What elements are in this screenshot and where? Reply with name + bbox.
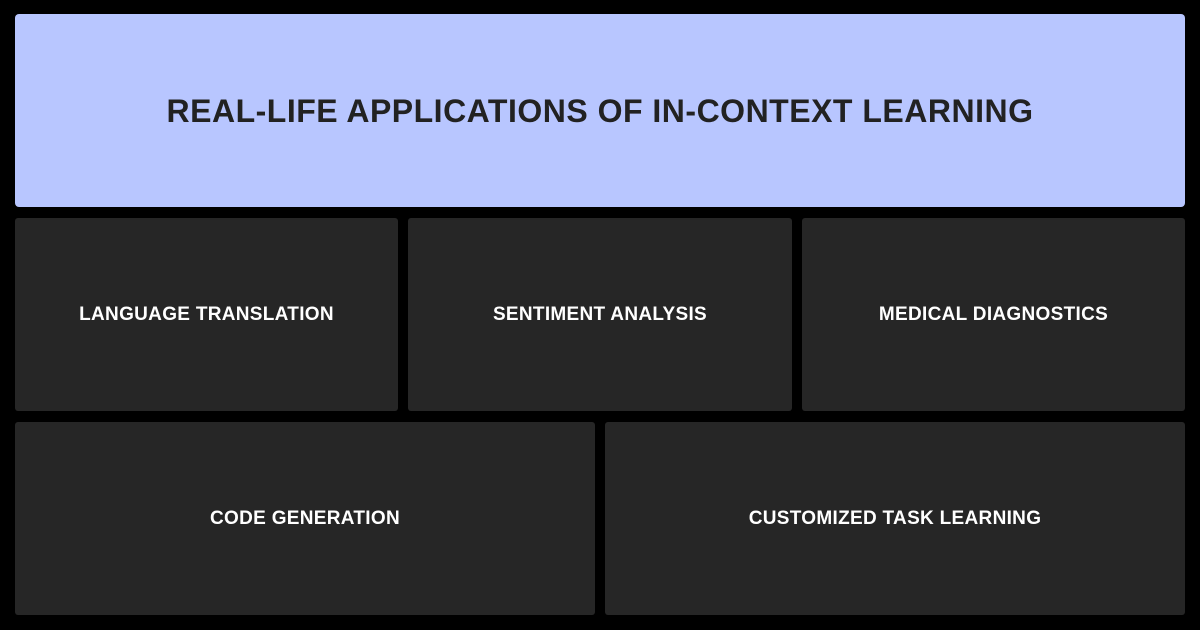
card-language-translation: LANGUAGE TRANSLATION — [15, 218, 398, 411]
diagram-title: REAL-LIFE APPLICATIONS OF IN-CONTEXT LEA… — [166, 93, 1034, 129]
card-label: MEDICAL DIAGNOSTICS — [878, 303, 1109, 325]
title-banner: REAL-LIFE APPLICATIONS OF IN-CONTEXT LEA… — [15, 14, 1185, 207]
card-customized-task-learning: CUSTOMIZED TASK LEARNING — [605, 422, 1185, 615]
card-sentiment-analysis: SENTIMENT ANALYSIS — [408, 218, 792, 411]
card-label: SENTIMENT ANALYSIS — [492, 303, 708, 325]
card-label: CUSTOMIZED TASK LEARNING — [748, 507, 1042, 529]
card-label: CODE GENERATION — [210, 507, 400, 529]
card-medical-diagnostics: MEDICAL DIAGNOSTICS — [802, 218, 1185, 411]
card-label: LANGUAGE TRANSLATION — [79, 303, 334, 325]
card-code-generation: CODE GENERATION — [15, 422, 595, 615]
